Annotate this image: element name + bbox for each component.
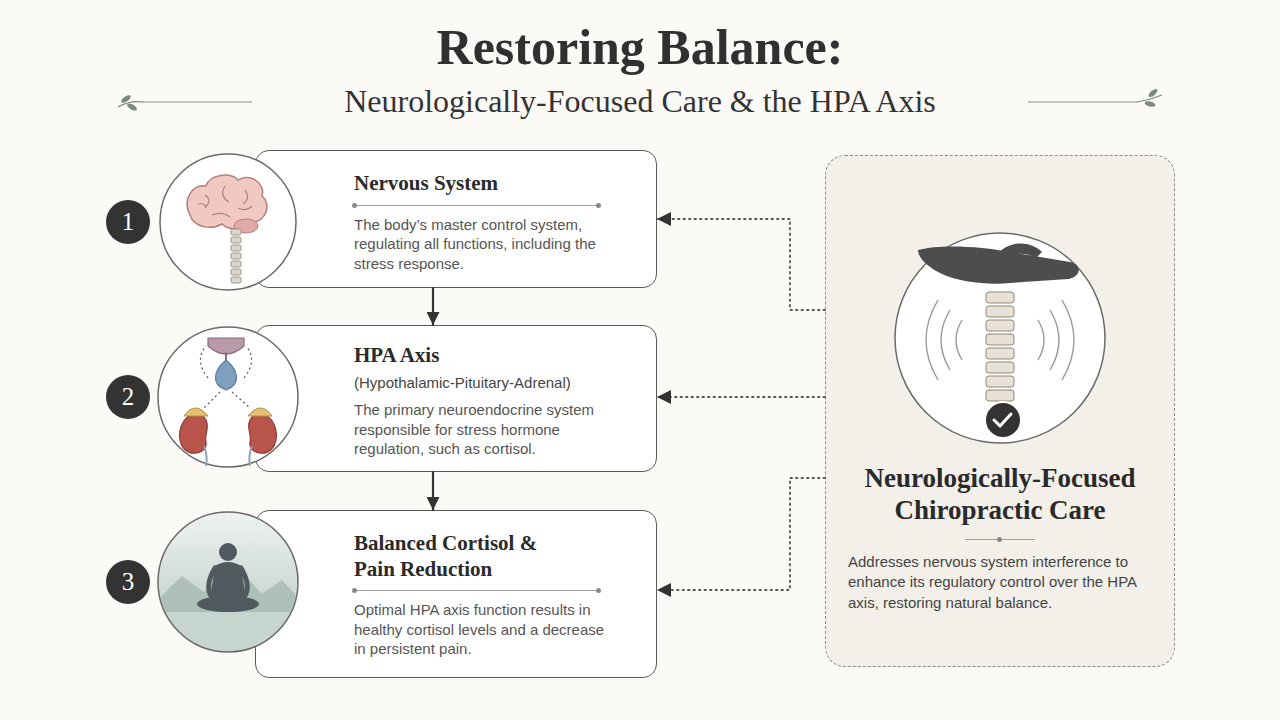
figure-head [219, 543, 237, 561]
figure-body [210, 562, 246, 600]
vertebra [231, 237, 241, 243]
kidney-right [248, 408, 276, 466]
leaf [1144, 100, 1156, 108]
vertebra [986, 390, 1014, 401]
brain-folds [198, 186, 252, 217]
box-description: The body’s master control system, regula… [354, 215, 606, 274]
diagram-title: Restoring Balance: [0, 20, 1280, 75]
signal-waves [1038, 300, 1074, 380]
vertebra [231, 245, 241, 251]
hand-illustration [918, 246, 1079, 283]
feedback-arrow [200, 346, 208, 378]
box-heading: Balanced Cortisol & Pain Reduction [354, 531, 579, 582]
process-box: Nervous SystemThe body’s master control … [255, 150, 657, 288]
hypothalamus [208, 338, 244, 354]
heading-rule [965, 539, 1035, 540]
illustration-circle [158, 512, 298, 652]
box-heading: Neurologically-Focused Chiropractic Care [838, 462, 1162, 527]
ureter [204, 446, 207, 466]
flow-arrow [432, 288, 434, 325]
vertebra [986, 292, 1014, 303]
vertebra [986, 320, 1014, 331]
callout-number: 1 [106, 200, 150, 244]
signal-waves [926, 300, 962, 380]
diagram-subtitle: Neurologically-Focused Care & the HPA Ax… [0, 82, 1280, 124]
figure-legs [197, 596, 259, 612]
box-description: The primary neuroendocrine system respon… [354, 400, 606, 459]
kidney-left [180, 408, 208, 466]
kidney [180, 414, 208, 453]
box-description: Optimal HPA axis function results in hea… [354, 600, 606, 659]
leaf [120, 94, 132, 104]
vertebra [986, 348, 1014, 359]
adrenal-gland [248, 408, 272, 416]
box-description: Addresses nervous system interference to… [838, 552, 1162, 614]
illustration-circle-rim [158, 512, 298, 652]
divider-line [142, 101, 252, 102]
check-badge [985, 402, 1021, 438]
box-heading: Nervous System [354, 171, 606, 197]
ureter [249, 446, 252, 466]
check-mark [994, 414, 1011, 426]
box-subheading: (Hypothalamic-Pituitary-Adrenal) [354, 373, 606, 393]
water [155, 612, 305, 662]
vertebra [231, 277, 241, 283]
callout-number: 3 [106, 560, 150, 604]
signal-arrow [204, 392, 250, 408]
divider-line [1028, 101, 1138, 102]
intervention-panel: Neurologically-Focused Chiropractic Care… [825, 155, 1175, 667]
kidney [249, 414, 277, 453]
vertebra [231, 229, 241, 235]
callout-badge [106, 560, 150, 604]
vertebra [986, 306, 1014, 317]
vertebra [986, 362, 1014, 373]
illustration-circle [158, 327, 298, 467]
callout-badge [106, 200, 150, 244]
box-heading: HPA Axis [354, 343, 606, 369]
hand-thumb [996, 243, 1042, 260]
illustration-circle [895, 233, 1105, 443]
vertebra [231, 253, 241, 259]
callout-badge [106, 375, 150, 419]
brain-illustration [187, 175, 267, 229]
leaf [126, 102, 138, 112]
pituitary-stalk [225, 352, 227, 362]
process-box: Balanced Cortisol & Pain ReductionOptima… [255, 510, 657, 678]
flow-arrow [432, 472, 434, 510]
figure-arms [209, 568, 248, 600]
influence-connector [657, 396, 825, 398]
heading-rule [354, 205, 599, 206]
leaf-stem [1137, 95, 1162, 102]
heading-rule [354, 590, 599, 591]
vertebra [231, 261, 241, 267]
leaf [1147, 88, 1159, 99]
influence-connector [657, 219, 825, 310]
vertebra [986, 376, 1014, 387]
spine-illustration [986, 292, 1014, 401]
adrenal-gland [184, 408, 208, 416]
vertebra [986, 334, 1014, 345]
vertebra [231, 269, 241, 275]
illustration-circle [160, 154, 296, 290]
feedback-arrow [244, 346, 252, 378]
process-box: HPA Axis (Hypothalamic-Pituitary-Adrenal)… [255, 325, 657, 472]
pituitary [215, 360, 236, 390]
influence-connector [657, 478, 825, 590]
mountains [155, 562, 302, 660]
callout-number: 2 [106, 375, 150, 419]
leaf-stem [118, 102, 143, 107]
cerebellum [234, 219, 258, 233]
